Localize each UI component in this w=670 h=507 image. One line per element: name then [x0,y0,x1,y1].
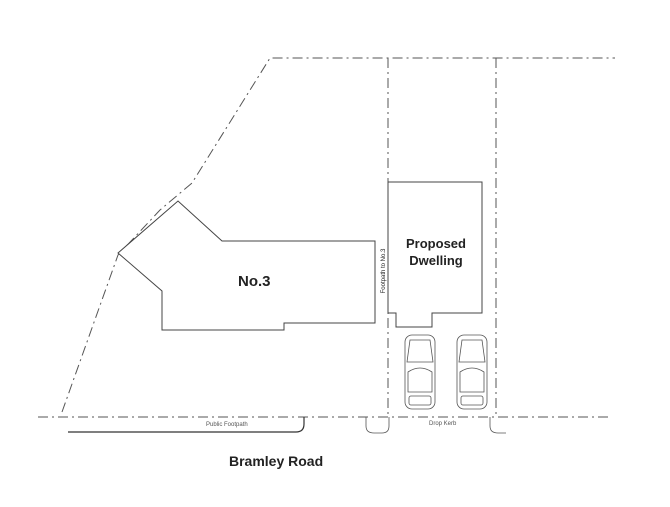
car-1 [404,334,436,410]
label-public-footpath: Public Footpath [206,422,248,428]
drop-kerb-right [489,417,506,434]
building-proposed [387,181,483,328]
car-2 [456,334,488,410]
building-no3 [117,200,376,331]
public-footpath-edge [68,417,305,433]
label-proposed-dwelling: Proposed Dwelling [406,236,466,268]
label-footpath-to-no3: Footpath to No.3 [381,248,387,294]
site-boundary-left [61,57,615,413]
drop-kerb-left [365,417,390,434]
label-drop-kerb: Drop Kerb [429,421,457,427]
label-no3: No.3 [238,273,271,290]
label-road: Bramley Road [229,453,324,469]
